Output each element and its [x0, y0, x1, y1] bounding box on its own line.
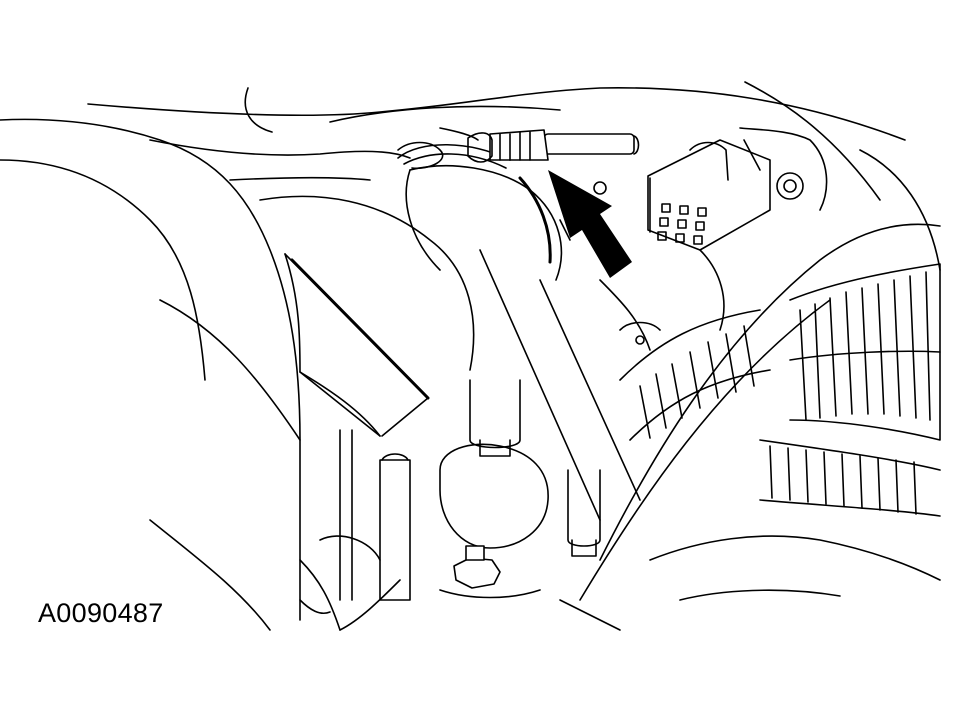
electrical-connector	[593, 127, 828, 251]
sensor-assembly	[397, 127, 640, 170]
figure-reference-number: A0090487	[38, 598, 164, 628]
callout-arrow	[548, 170, 632, 278]
air-intake-duct	[0, 118, 475, 631]
lower-right-assembly	[599, 249, 941, 601]
upper-body-outline	[87, 81, 941, 271]
corrugated-hoses	[619, 263, 941, 517]
support-strut	[479, 223, 941, 601]
throttle-body	[397, 143, 571, 281]
fuel-rail-components	[319, 379, 601, 601]
mounting-nut	[299, 321, 661, 631]
